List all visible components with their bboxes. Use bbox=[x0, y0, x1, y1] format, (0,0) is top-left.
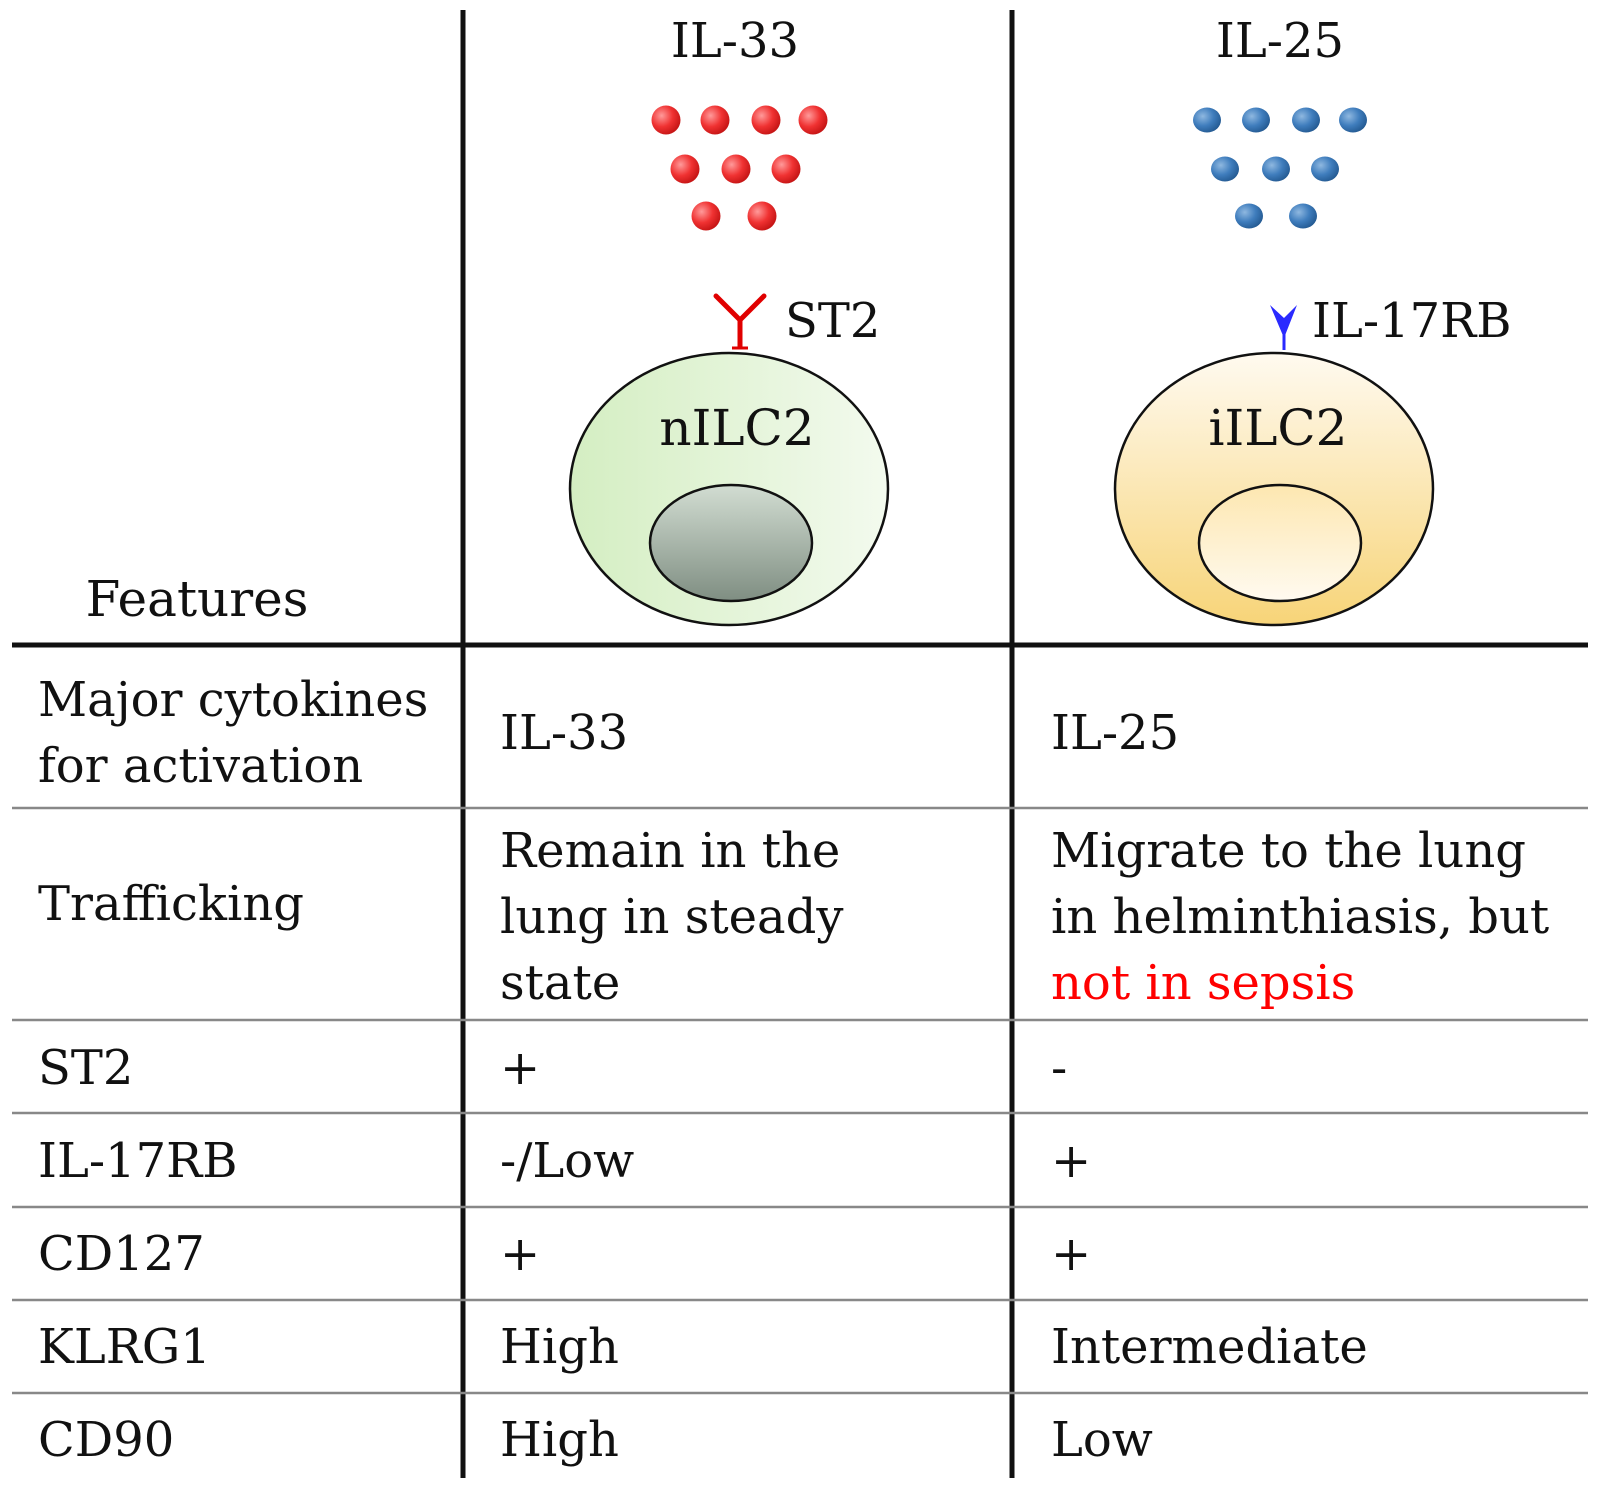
il33-cytokine-dots bbox=[651, 105, 828, 231]
feature-major-cytokines: Major cytokines for activation bbox=[38, 672, 429, 794]
il17rb-receptor-label: IL-17RB bbox=[1312, 293, 1512, 349]
il33-dot bbox=[691, 201, 721, 231]
nilc2-major-cytokines: IL-33 bbox=[500, 705, 629, 761]
il33-dot bbox=[700, 105, 730, 135]
iilc2-klrg1: Intermediate bbox=[1051, 1319, 1368, 1375]
iilc2-major-cytokines: IL-25 bbox=[1051, 705, 1180, 761]
il33-dot bbox=[798, 105, 828, 135]
table-grid bbox=[12, 10, 1588, 1478]
il33-dot bbox=[721, 154, 751, 184]
features-header: Features bbox=[86, 570, 309, 628]
il33-dot bbox=[670, 154, 700, 184]
st2-receptor-label: ST2 bbox=[785, 293, 880, 349]
highlighted-text: not in sepsis bbox=[1051, 955, 1356, 1011]
il33-dot bbox=[651, 105, 681, 135]
il25-cytokine-dots bbox=[1193, 107, 1367, 229]
feature-trafficking: Trafficking bbox=[38, 876, 304, 932]
iilc2-il17rb: + bbox=[1051, 1133, 1092, 1189]
feature-cd127: CD127 bbox=[38, 1226, 205, 1282]
il33-dot bbox=[747, 201, 777, 231]
il25-dot bbox=[1211, 156, 1239, 182]
nilc2-st2: + bbox=[500, 1040, 541, 1096]
iilc2-st2: - bbox=[1051, 1040, 1068, 1096]
iilc2-label: iILC2 bbox=[1208, 399, 1347, 457]
il33-dot bbox=[771, 154, 801, 184]
iilc2-cd90: Low bbox=[1051, 1412, 1153, 1468]
nilc2-label: nILC2 bbox=[659, 399, 814, 457]
nilc2-klrg1: High bbox=[500, 1319, 619, 1375]
iilc2-nucleus bbox=[1197, 483, 1363, 603]
nilc2-il17rb: -/Low bbox=[500, 1133, 635, 1189]
nilc2-cd127: + bbox=[500, 1226, 541, 1282]
iilc2-trafficking: Migrate to the lung in helminthiasis, bu… bbox=[1051, 818, 1549, 1016]
il25-dot bbox=[1262, 156, 1290, 182]
iilc2-cd127: + bbox=[1051, 1226, 1092, 1282]
il25-dot bbox=[1242, 107, 1270, 133]
il17rb-receptor-icon bbox=[1270, 305, 1297, 350]
feature-klrg1: KLRG1 bbox=[38, 1319, 211, 1375]
nilc2-cd90: High bbox=[500, 1412, 619, 1468]
il33-title: IL-33 bbox=[671, 13, 799, 69]
il25-dot bbox=[1292, 107, 1320, 133]
il25-title: IL-25 bbox=[1216, 13, 1344, 69]
il25-dot bbox=[1289, 203, 1317, 229]
nilc2-trafficking: Remain in the lung in steady state bbox=[500, 823, 844, 1011]
il25-dot bbox=[1311, 156, 1339, 182]
il25-dot bbox=[1339, 107, 1367, 133]
feature-il17rb: IL-17RB bbox=[38, 1133, 238, 1189]
nilc2-cell: nILC2 bbox=[568, 351, 890, 627]
feature-cd90: CD90 bbox=[38, 1412, 175, 1468]
il33-dot bbox=[751, 105, 781, 135]
st2-receptor-icon bbox=[713, 293, 767, 350]
iilc2-cell: iILC2 bbox=[1113, 351, 1435, 627]
il25-dot bbox=[1235, 203, 1263, 229]
feature-st2: ST2 bbox=[38, 1040, 134, 1096]
il25-dot bbox=[1193, 107, 1221, 133]
nilc2-nucleus bbox=[648, 483, 814, 603]
